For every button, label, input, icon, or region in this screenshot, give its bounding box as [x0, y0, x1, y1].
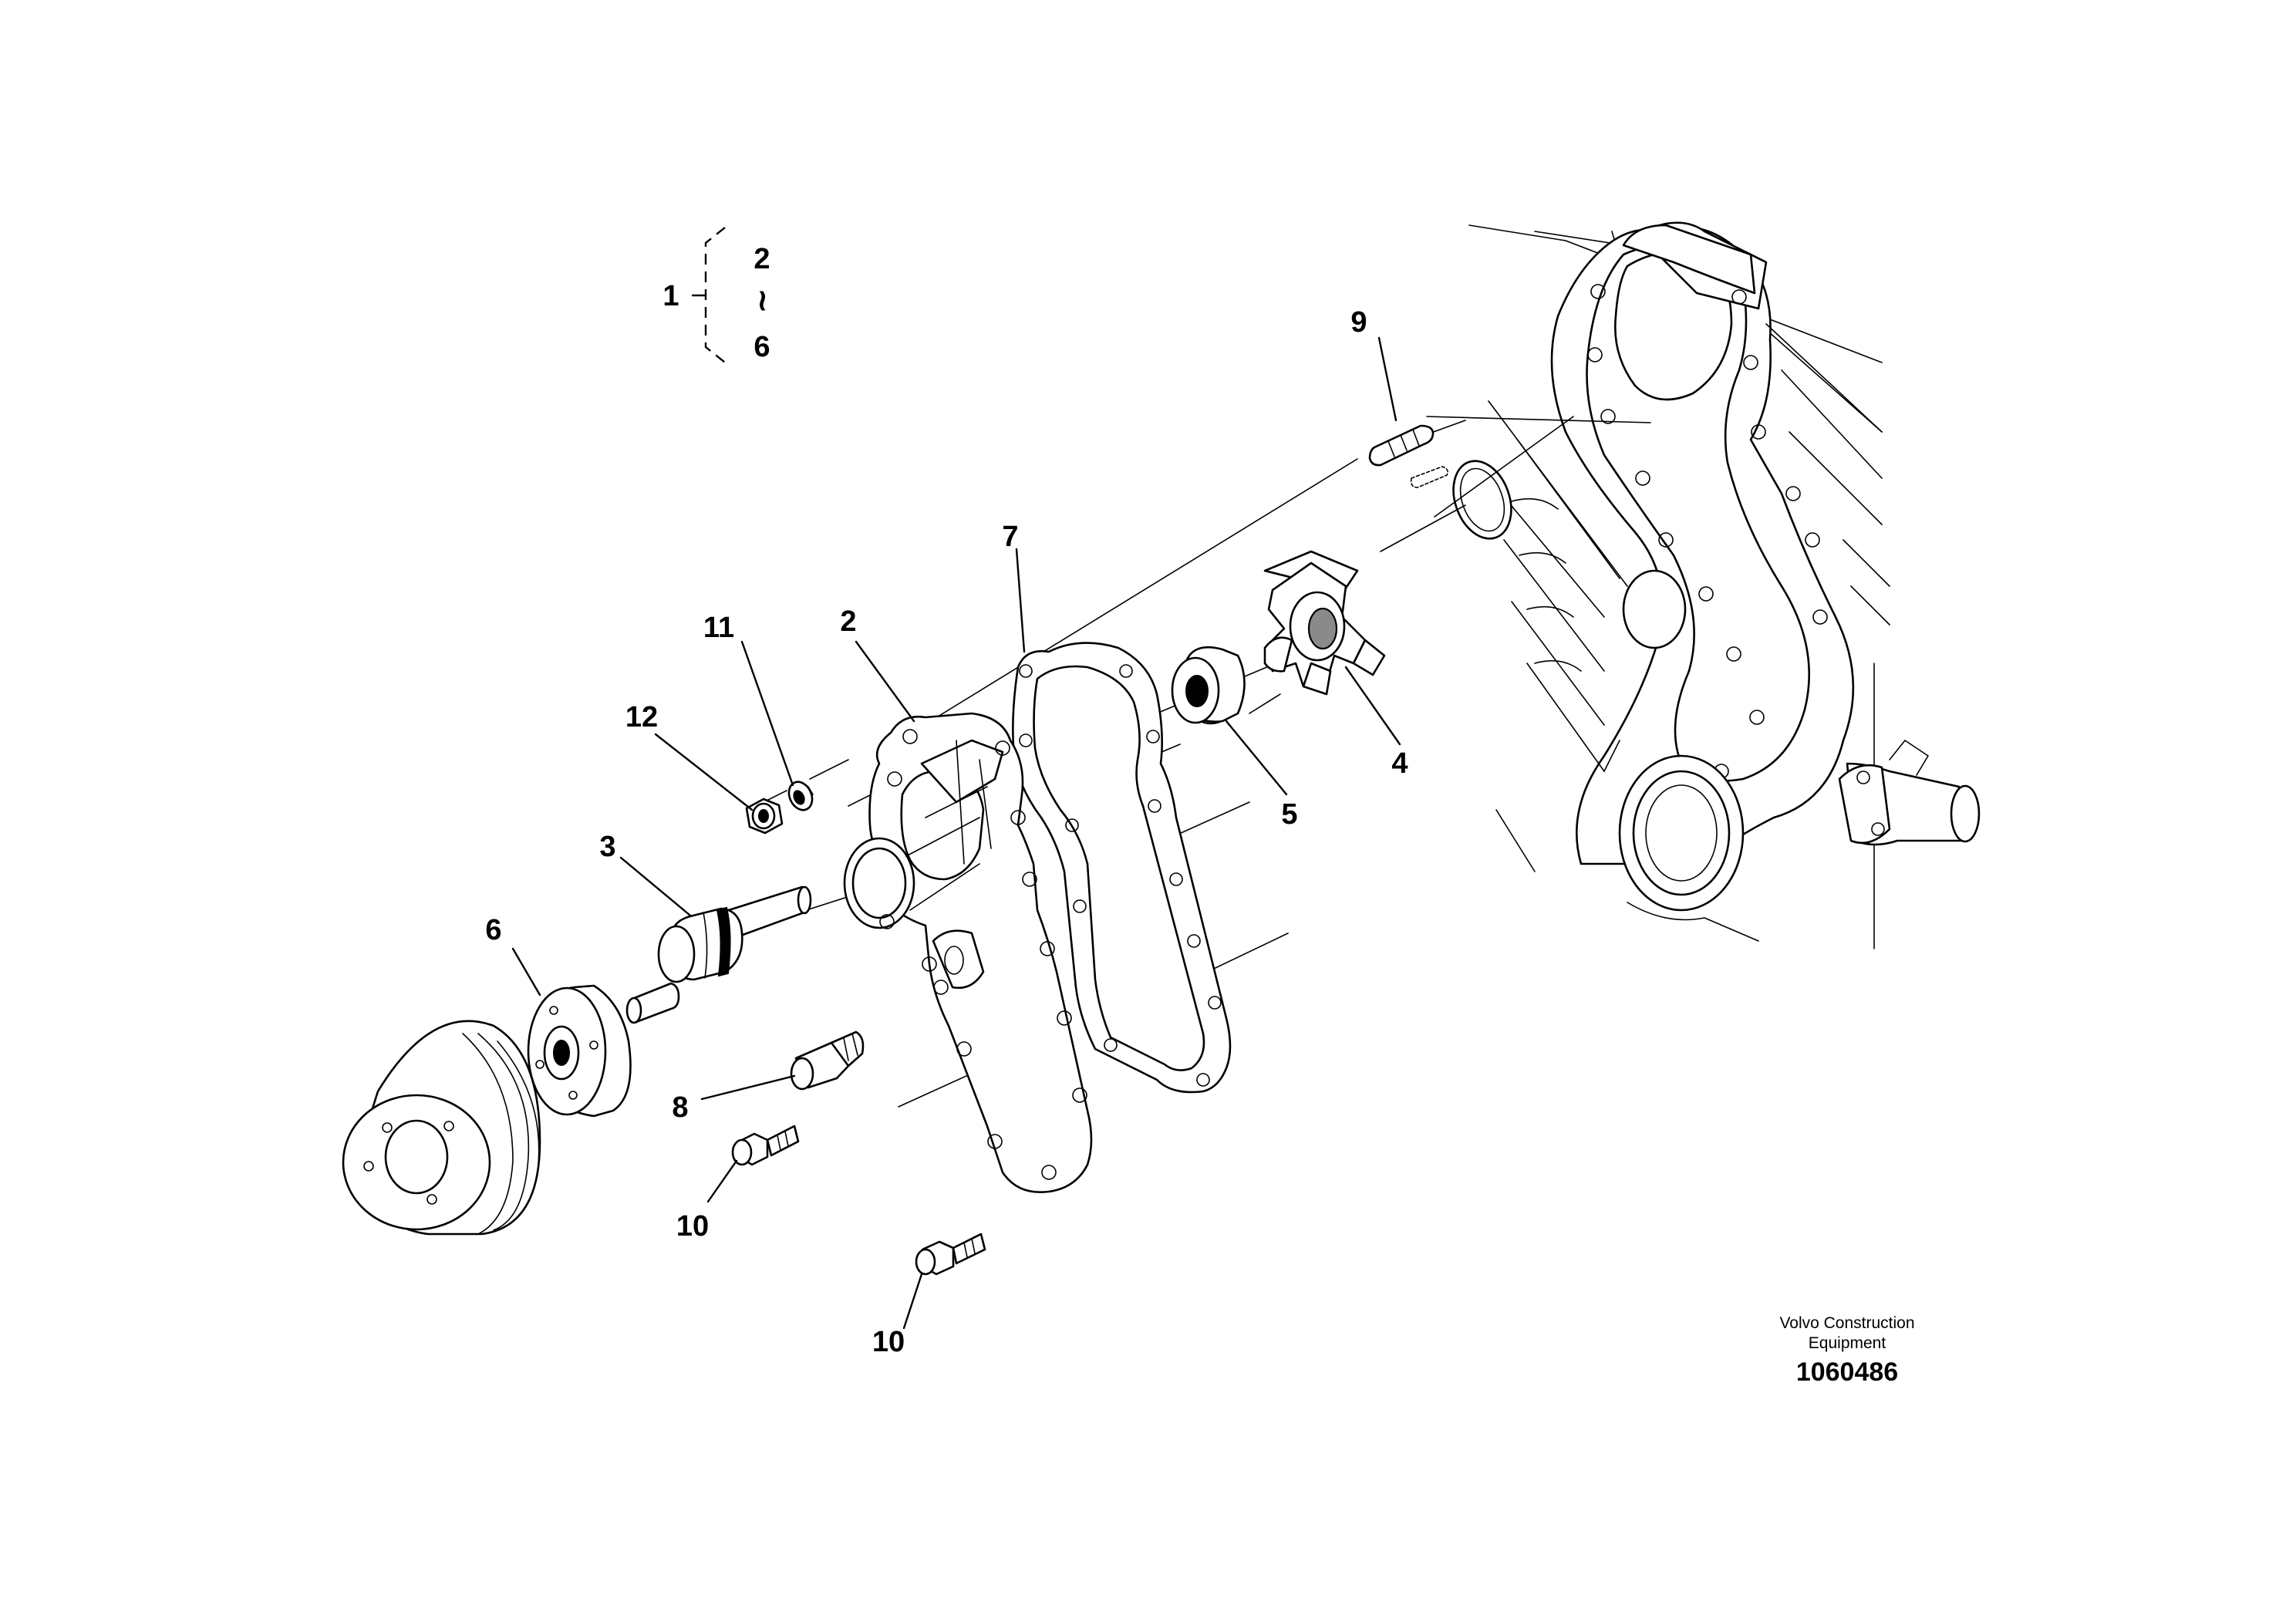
- callout-range-end: 6: [754, 331, 770, 363]
- part-10-bolt-upper: [731, 1125, 800, 1166]
- callout-3: 3: [599, 831, 615, 863]
- callout-8: 8: [672, 1091, 688, 1124]
- part-3-bearing-shaft: [625, 885, 812, 1024]
- brand-line-2: Equipment: [1809, 1334, 1886, 1352]
- callout-range-separator: ~: [745, 288, 781, 314]
- part-7-gasket: [1012, 642, 1232, 1094]
- part-2-pump-body: [843, 712, 1093, 1193]
- callout-6: 6: [485, 914, 501, 946]
- part-9-dowel-pin: [1368, 424, 1448, 488]
- part-4-impeller: [1263, 550, 1386, 696]
- assembly-group-bracket: [691, 227, 726, 363]
- part-10-bolt-lower: [915, 1233, 986, 1276]
- callout-1: 1: [663, 280, 679, 312]
- callout-12: 12: [625, 701, 658, 733]
- part-8-plug: [790, 1030, 865, 1091]
- brand-line-1: Volvo Construction: [1779, 1314, 1914, 1332]
- callout-range-start: 2: [754, 243, 770, 275]
- fan-pulley: [342, 1020, 541, 1236]
- callout-10-lower: 10: [872, 1326, 905, 1358]
- part-11-washer: [787, 781, 814, 811]
- callout-7: 7: [1002, 521, 1018, 553]
- callout-2: 2: [840, 605, 856, 638]
- part-6-hub-flange: [527, 984, 632, 1118]
- leader-lines: [511, 336, 1401, 1330]
- part-12-nut: [745, 798, 784, 835]
- document-number: 1060486: [1796, 1357, 1898, 1387]
- callout-10-upper: 10: [676, 1210, 709, 1243]
- callout-5: 5: [1281, 798, 1297, 831]
- part-5-mechanical-seal: [1171, 646, 1246, 725]
- callout-4: 4: [1391, 747, 1408, 780]
- engine-block-outline: [1468, 221, 1981, 949]
- callout-11: 11: [703, 612, 734, 644]
- block-seat-ring: [1452, 460, 1512, 540]
- callout-9: 9: [1350, 306, 1367, 339]
